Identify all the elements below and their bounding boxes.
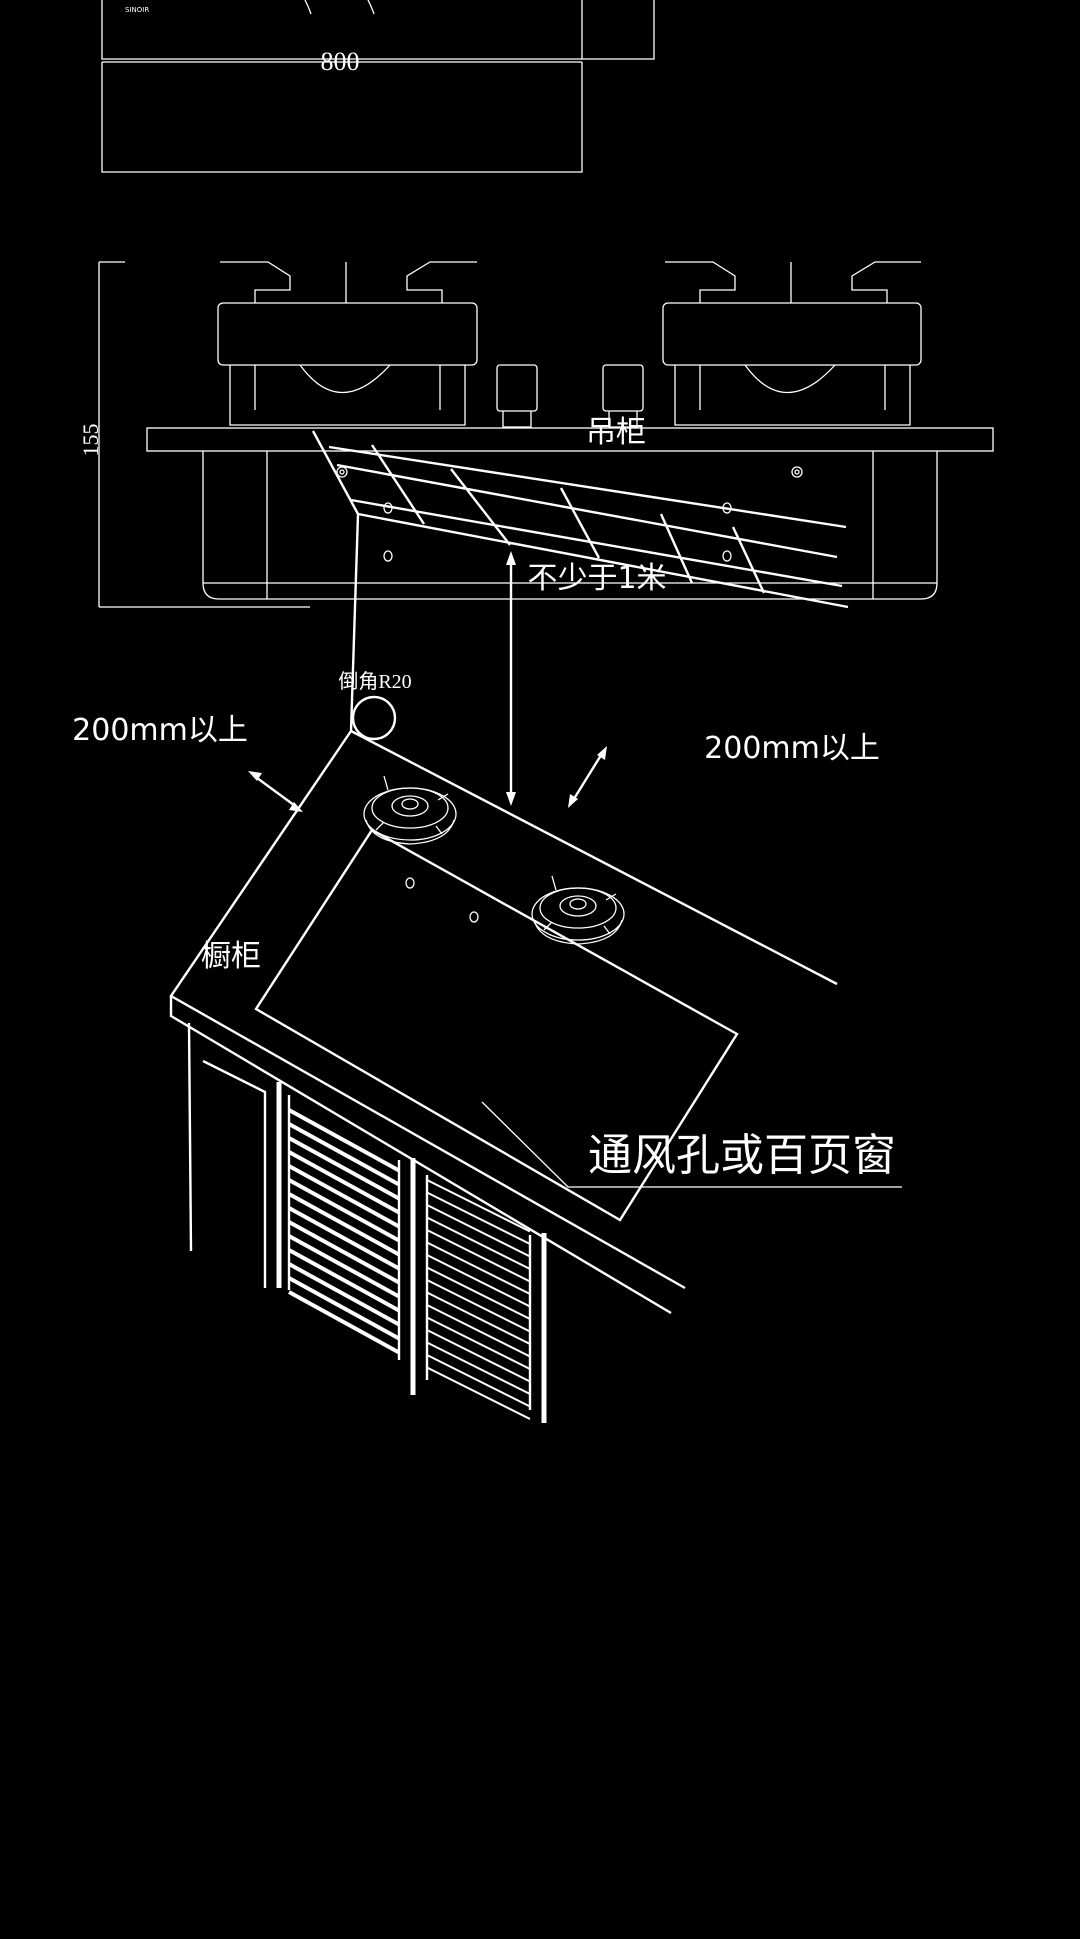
louver-slat <box>426 1329 531 1383</box>
hanging-cabinet-label: 吊柜 <box>586 415 646 450</box>
side-burner-right <box>662 261 922 426</box>
cooktop-glass <box>254 828 739 1222</box>
left-clearance-label: 200mm以上 <box>72 713 248 748</box>
louver-slat <box>426 1191 531 1245</box>
side-knob-left <box>496 364 538 412</box>
louver-slat <box>426 1304 531 1358</box>
louver-slat <box>426 1316 531 1370</box>
chamfer-label: 倒角R20 <box>338 670 411 693</box>
louver-slat <box>288 1248 400 1313</box>
louver-slat <box>288 1122 400 1187</box>
cabinet <box>187 1022 547 1423</box>
louver-slat <box>426 1366 531 1420</box>
louver-slat <box>288 1290 400 1355</box>
louver-slat <box>288 1136 400 1201</box>
min-height-label: 不少于1米 <box>527 561 666 596</box>
louver-slat <box>288 1276 400 1341</box>
louver-slat <box>426 1341 531 1395</box>
louver-slat <box>426 1266 531 1320</box>
louver-slat <box>426 1354 531 1408</box>
chamfer-circle <box>351 695 397 741</box>
louver-slat <box>288 1262 400 1327</box>
knob-left <box>405 877 415 889</box>
louver-slat <box>288 1150 400 1215</box>
louver-slat <box>288 1164 400 1229</box>
brand-mark: SINOIR <box>125 6 149 14</box>
louver-slat <box>288 1220 400 1285</box>
louver-slat <box>288 1178 400 1243</box>
left-clearance-arrow <box>248 771 303 812</box>
louver-slat <box>426 1204 531 1258</box>
louver-slat <box>426 1241 531 1295</box>
burner-left <box>363 775 457 845</box>
louver-slat <box>426 1179 531 1233</box>
louver-slat <box>288 1108 400 1173</box>
louver-slat <box>426 1216 531 1270</box>
cabinet-label: 橱柜 <box>201 939 261 974</box>
vent-leader-line <box>481 1101 902 1188</box>
side-view: 155 <box>78 261 994 608</box>
burner-right <box>531 875 625 945</box>
vent-label: 通风孔或百页窗 <box>588 1130 896 1181</box>
width-dimension: 800 <box>321 47 360 76</box>
side-burner-left <box>217 261 478 426</box>
hanging-cabinet <box>311 430 849 609</box>
back-clearance-label: 200mm以上 <box>704 731 880 766</box>
louver-slat <box>426 1254 531 1308</box>
louver-slat <box>426 1291 531 1345</box>
side-knob-right <box>602 364 644 412</box>
height-arrow <box>506 551 516 806</box>
louver-slat <box>288 1192 400 1257</box>
louver-slat <box>288 1206 400 1271</box>
installation-diagram: 吊柜 不少于1米 倒角R20 200mm以上 200mm以上 <box>72 415 902 1423</box>
knob-right <box>469 911 479 923</box>
top-view: SINOIR 800 <box>101 0 655 173</box>
louver-slat <box>288 1234 400 1299</box>
back-clearance-arrow <box>568 746 607 808</box>
louver-slat <box>426 1229 531 1283</box>
height-dimension: 155 <box>78 424 103 457</box>
louver-slat <box>426 1279 531 1333</box>
